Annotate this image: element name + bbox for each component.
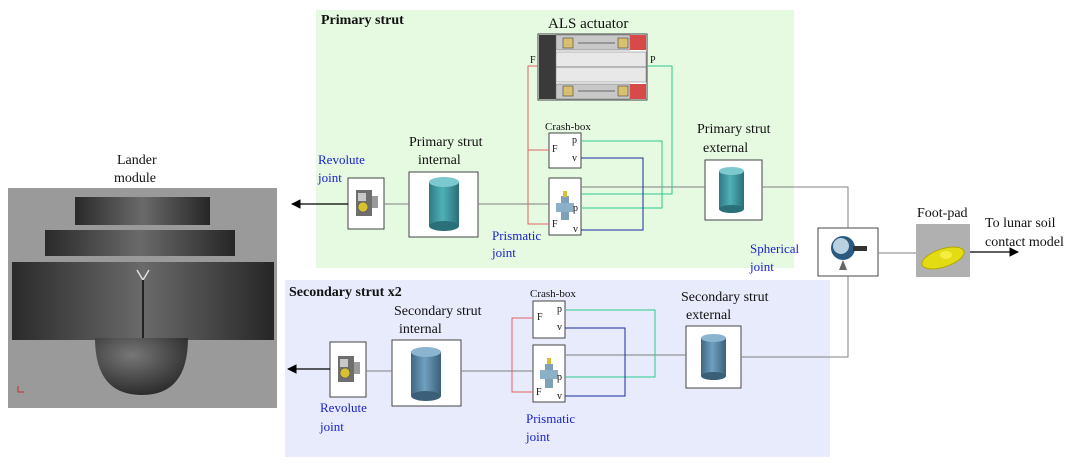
primary-prismatic-port-f: F [552,219,558,230]
secondary-prismatic-label-2: joint [526,429,550,444]
primary-prismatic-port-v: v [573,224,578,235]
secondary-crash-box-block [532,300,566,339]
secondary-velocity-signal [565,327,626,397]
secondary-prismatic-joint-block [532,344,566,403]
lander-module-image [8,188,277,408]
primary-prismatic-joint-block [548,177,582,236]
secondary-internal-label-1: Secondary strut [394,304,482,319]
spherical-label-2: joint [750,259,774,274]
secondary-external-label-2: external [686,308,732,323]
primary-strut-external-block [704,159,763,221]
als-actuator-title: ALS actuator [548,16,629,32]
secondary-revolute-joint-block [329,341,367,398]
primary-force-actuator [527,65,549,225]
lander-label-1: Lander [117,153,157,168]
secondary-revolute-label-1: Revolute [320,400,367,415]
primary-revolute-label-1: Revolute [318,152,365,167]
secondary-strut-title: Secondary strut x2 [289,285,402,300]
primary-external-label-2: external [703,141,749,156]
secondary-prismatic-port-p: p [557,372,562,383]
footpad-label: Foot-pad [917,206,968,221]
secondary-revolute-label-2: joint [320,419,344,434]
primary-crashbox-port-v: v [572,153,577,164]
velocity-signals [565,157,644,397]
soil-label-2: contact model [985,235,1064,250]
position-signals [565,65,673,378]
secondary-crashbox-port-f: F [537,312,543,323]
primary-strut-title: Primary strut [321,13,404,28]
primary-prismatic-label-1: Prismatic [492,228,542,243]
secondary-crashbox-port-v: v [557,322,562,333]
primary-prismatic-label-2: joint [492,245,516,260]
secondary-prismatic-port-f: F [536,387,542,398]
secondary-crashbox-port-p: p [557,304,562,315]
primary-prismatic-port-p: p [573,203,578,214]
secondary-crashbox-title: Crash-box [530,288,576,300]
secondary-internal-label-2: internal [399,322,442,337]
primary-crashbox-title: Crash-box [545,121,591,133]
secondary-external-label-1: Secondary strut [681,290,769,305]
force-signals [511,65,549,393]
primary-velocity-signal [581,157,644,231]
lander-label-2: module [114,171,156,186]
primary-external-label-1: Primary strut [697,122,771,137]
footpad-image [916,224,970,277]
primary-position-actuator [581,65,673,195]
soil-label-1: To lunar soil [985,216,1056,231]
primary-position-crashbox [581,140,663,209]
primary-link-external-spherical [762,186,849,228]
actuator-port-p: P [650,55,656,66]
primary-crash-box-block [548,132,582,169]
spherical-label-1: Spherical [750,241,800,256]
actuator-port-f: F [530,55,536,66]
primary-strut-internal-block [408,171,479,238]
primary-crashbox-port-f: F [552,144,558,155]
secondary-prismatic-label-1: Prismatic [526,411,576,426]
secondary-strut-internal-block [391,339,462,407]
secondary-position-signal [565,309,656,378]
primary-internal-label-1: Primary strut [409,135,483,150]
primary-revolute-label-2: joint [318,170,342,185]
secondary-strut-external-block [685,325,742,389]
primary-crashbox-port-p: p [572,135,577,146]
secondary-prismatic-port-v: v [557,391,562,402]
secondary-force-signal [511,317,533,393]
primary-internal-label-2: internal [418,153,461,168]
als-actuator-image [537,33,648,101]
secondary-link-external-spherical [741,276,849,358]
primary-revolute-joint-block [347,177,385,230]
spherical-joint-block [817,227,879,277]
